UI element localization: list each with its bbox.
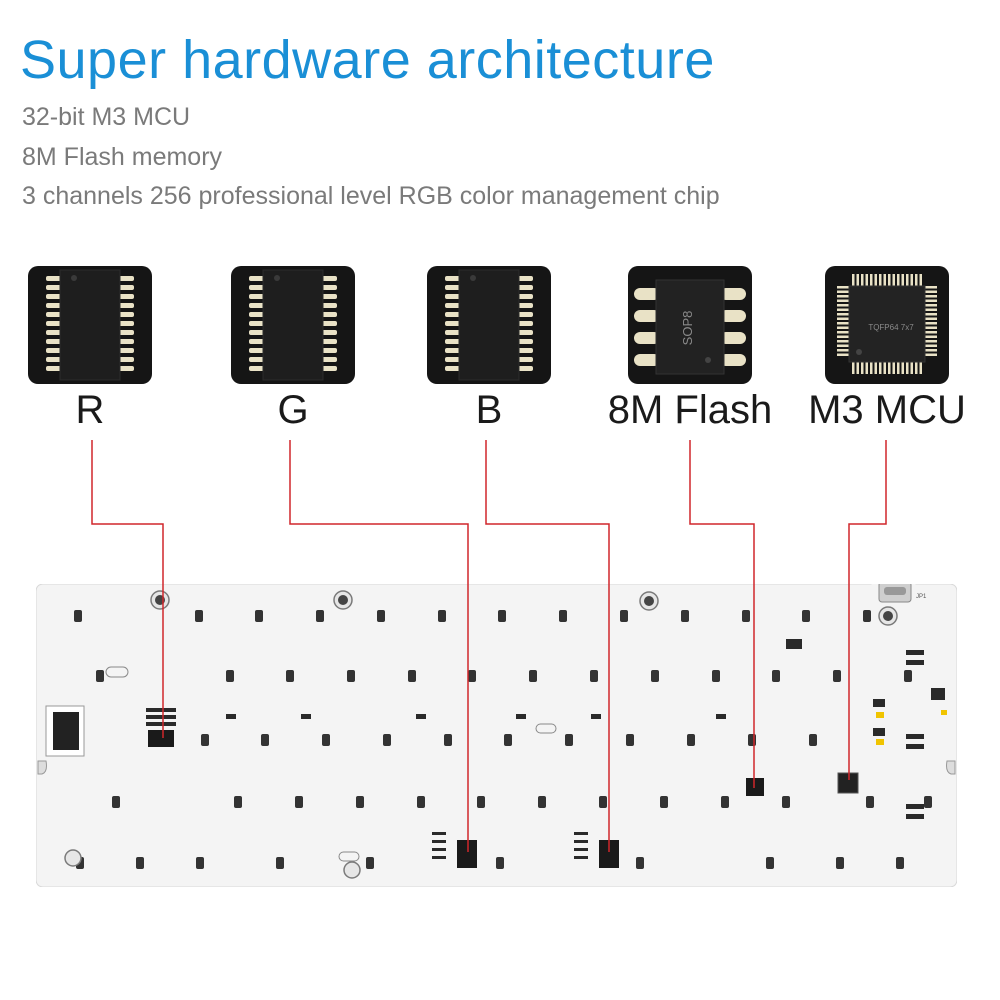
- feature-mcu: 32-bit M3 MCU: [22, 103, 191, 131]
- switch-pad: [748, 734, 756, 746]
- chip-flash-image: SOP8: [628, 266, 752, 384]
- switch-pad: [286, 670, 294, 682]
- switch-pad: [504, 734, 512, 746]
- chip-label-flash: 8M Flash: [607, 388, 773, 432]
- switch-pad: [836, 857, 844, 869]
- chip-mcu-image: TQFP64 7x7: [825, 266, 949, 384]
- jp1-label: JP1: [916, 594, 927, 600]
- mcu-marking: TQFP64 7x7: [868, 323, 914, 332]
- switch-pad: [276, 857, 284, 869]
- switch-pad: [626, 734, 634, 746]
- chip-r-image: [28, 266, 152, 384]
- chip-g-image: [231, 266, 355, 384]
- switch-pad: [261, 734, 269, 746]
- feature-rgb-chip: 3 channels 256 professional level RGB co…: [22, 182, 720, 210]
- switch-pad: [721, 796, 729, 808]
- switch-pad: [636, 857, 644, 869]
- switch-pad: [195, 610, 203, 622]
- switch-pad: [590, 670, 598, 682]
- pcb-board-image: JP1: [35, 581, 958, 888]
- chip-label-b: B: [475, 388, 503, 432]
- chip-label-g: G: [277, 388, 309, 432]
- switch-pad: [468, 670, 476, 682]
- chip-b-image: [427, 266, 551, 384]
- switch-pad: [660, 796, 668, 808]
- page-title: Super hardware architecture: [20, 30, 715, 90]
- switch-pad: [681, 610, 689, 622]
- switch-pad: [742, 610, 750, 622]
- switch-pad: [782, 796, 790, 808]
- switch-pad: [529, 670, 537, 682]
- switch-pad: [496, 857, 504, 869]
- switch-pad: [559, 610, 567, 622]
- switch-pad: [136, 857, 144, 869]
- chip-label-mcu: M3 MCU: [808, 388, 966, 432]
- switch-pad: [802, 610, 810, 622]
- switch-pad: [833, 670, 841, 682]
- switch-pad: [201, 734, 209, 746]
- switch-pad: [896, 857, 904, 869]
- switch-pad: [383, 734, 391, 746]
- switch-pad: [477, 796, 485, 808]
- switch-pad: [417, 796, 425, 808]
- switch-pad: [904, 670, 912, 682]
- switch-pad: [112, 796, 120, 808]
- switch-pad: [565, 734, 573, 746]
- switch-pad: [408, 670, 416, 682]
- switch-pad: [498, 610, 506, 622]
- switch-pad: [651, 670, 659, 682]
- switch-pad: [924, 796, 932, 808]
- switch-pad: [866, 796, 874, 808]
- switch-pad: [366, 857, 374, 869]
- switch-pad: [96, 670, 104, 682]
- switch-pad: [809, 734, 817, 746]
- switch-pad: [322, 734, 330, 746]
- chip-label-r: R: [75, 388, 105, 432]
- switch-pad: [538, 796, 546, 808]
- switch-pad: [377, 610, 385, 622]
- switch-pad: [226, 670, 234, 682]
- switch-pad: [347, 670, 355, 682]
- tqfp-pins: [837, 274, 937, 374]
- switch-pad: [234, 796, 242, 808]
- switch-pad: [438, 610, 446, 622]
- switch-pad: [255, 610, 263, 622]
- switch-pad: [444, 734, 452, 746]
- switch-pad: [766, 857, 774, 869]
- switch-pad: [772, 670, 780, 682]
- switch-pad: [712, 670, 720, 682]
- switch-pad: [74, 610, 82, 622]
- switch-pad: [687, 734, 695, 746]
- switch-pad: [295, 796, 303, 808]
- switch-pad: [196, 857, 204, 869]
- switch-pad: [620, 610, 628, 622]
- switch-pad: [599, 796, 607, 808]
- flash-marking: SOP8: [680, 311, 695, 346]
- switch-pad: [356, 796, 364, 808]
- switch-pad: [316, 610, 324, 622]
- feature-flash: 8M Flash memory: [22, 143, 223, 171]
- switch-pad: [863, 610, 871, 622]
